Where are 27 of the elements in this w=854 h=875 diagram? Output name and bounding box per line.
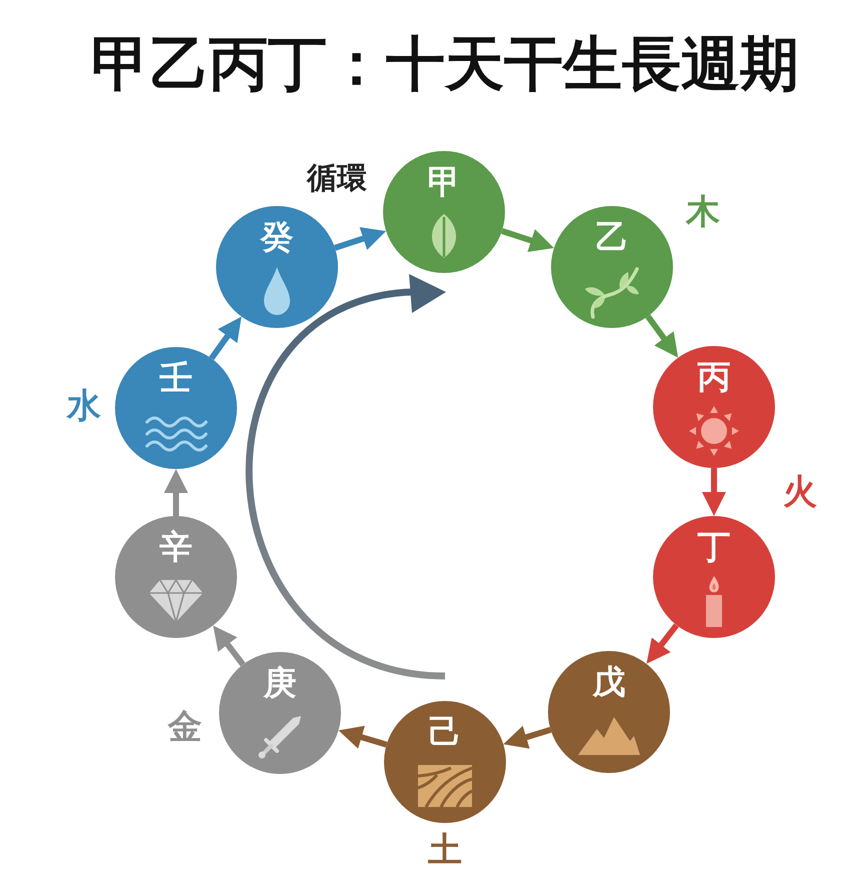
stem-character: 己	[428, 715, 462, 748]
arrow	[164, 469, 188, 516]
stem-character: 乙	[596, 220, 628, 253]
arrow	[645, 314, 681, 360]
element-label: 木	[686, 195, 720, 229]
arrow	[644, 623, 679, 666]
arrow	[502, 726, 552, 749]
arrow	[501, 228, 555, 252]
stem-character: 丙	[698, 360, 730, 393]
stem-character: 庚	[264, 666, 296, 699]
element-label: 金	[168, 710, 202, 744]
arrow	[334, 227, 388, 251]
arrow	[338, 726, 388, 749]
stem-character: 癸	[260, 220, 294, 253]
cycle-label: 循環	[307, 164, 367, 194]
element-label: 火	[783, 475, 817, 509]
element-label: 水	[67, 389, 101, 423]
stem-character: 甲	[428, 165, 460, 198]
element-label: 土	[428, 833, 462, 867]
arrow	[702, 468, 726, 516]
diagram-title: 甲乙丙丁：十天干生長週期	[91, 34, 799, 93]
stem-character: 丁	[698, 530, 730, 563]
arrow	[209, 314, 244, 360]
stem-character: 辛	[160, 530, 192, 563]
stem-character: 戊	[592, 665, 626, 698]
stem-character: 壬	[160, 361, 192, 394]
arrow	[210, 624, 246, 666]
